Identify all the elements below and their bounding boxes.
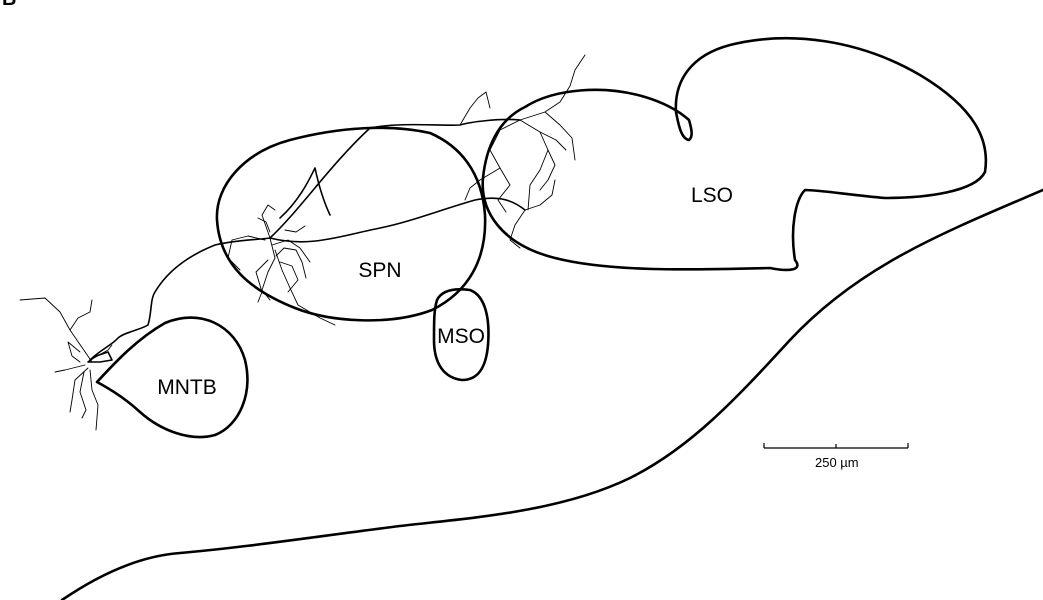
spn-terminal-arbor: [228, 205, 335, 325]
spn-label: SPN: [358, 259, 401, 282]
mntb-label: MNTB: [157, 376, 217, 399]
mntb-terminal-arbor: [20, 298, 112, 430]
lso-outline: [483, 38, 986, 270]
scale-bar-label: 250 µm: [815, 455, 859, 470]
mso-label: MSO: [437, 325, 485, 348]
panel-letter: B: [2, 0, 16, 10]
axon-collateral-3: [280, 168, 330, 218]
axon-main-trunk: [90, 238, 270, 360]
scale-bar: 250 µm: [764, 443, 908, 470]
lso-label: LSO: [691, 184, 733, 207]
lso-terminal-arbor: [460, 55, 585, 248]
